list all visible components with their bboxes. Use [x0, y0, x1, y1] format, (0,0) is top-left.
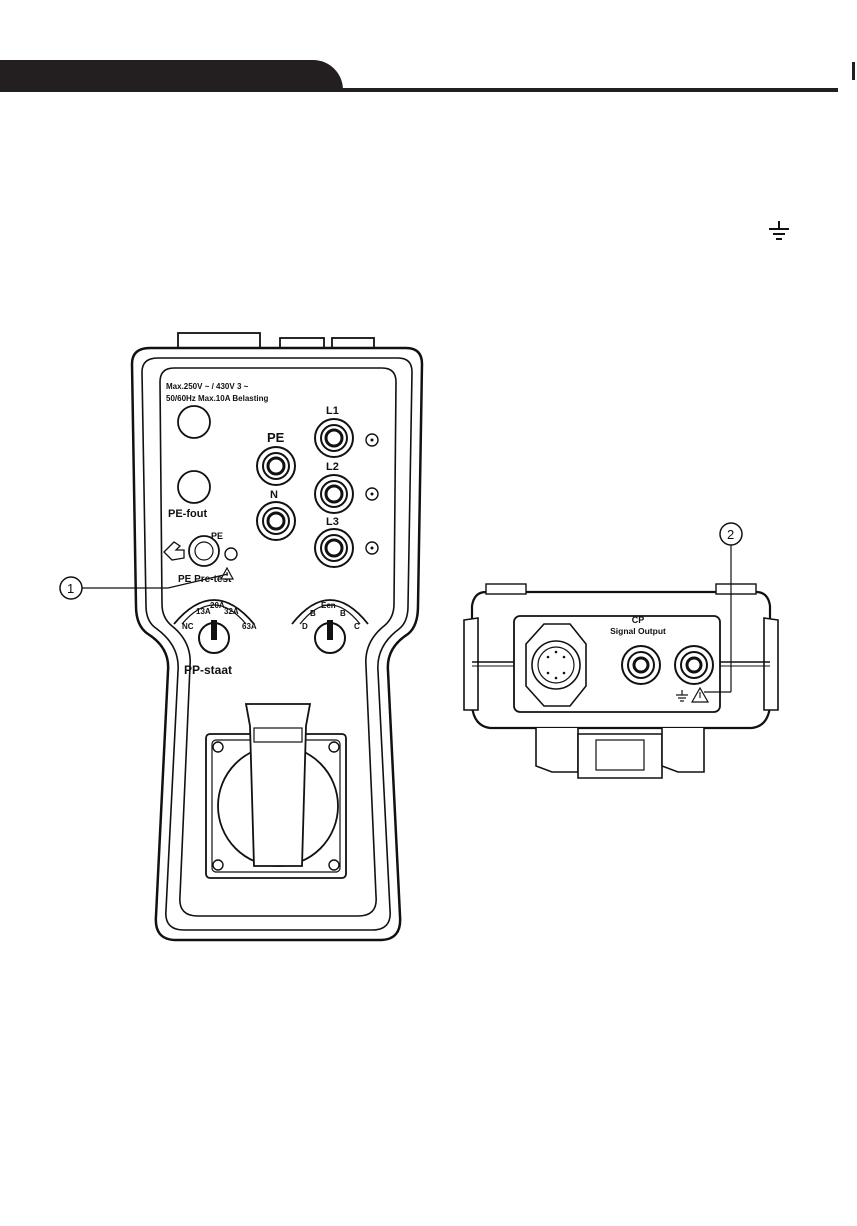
pp-pos-3: 32A: [224, 607, 239, 616]
pe-touch-label: PE: [211, 531, 223, 541]
cp-label: CP: [632, 615, 645, 625]
svg-text:1: 1: [67, 581, 74, 596]
pp-state-label: PP-staat: [184, 663, 232, 677]
svg-text:2: 2: [727, 527, 734, 542]
jack-pe[interactable]: [257, 447, 295, 485]
pp-pos-1: 13A: [196, 607, 211, 616]
jack-l1[interactable]: [315, 419, 353, 457]
rating-line-1: Max.250V ~ / 430V 3 ~: [166, 382, 249, 391]
jack-l3-label: L3: [326, 516, 339, 528]
jack-pe-label: PE: [267, 430, 285, 445]
page-edge-mark: [852, 62, 855, 80]
rating-line-2: 50/60Hz Max.10A Belasting: [166, 394, 269, 403]
jack-l2[interactable]: [315, 475, 353, 513]
cp-signal-output-jack[interactable]: [622, 646, 660, 684]
front-device-drawing: Max.250V ~ / 430V 3 ~ 50/60Hz Max.10A Be…: [118, 326, 438, 946]
cp-pos-1: B: [310, 609, 316, 618]
ground-icon: [766, 220, 792, 242]
cp-pos-0: D: [302, 622, 308, 631]
jack-l3[interactable]: [315, 529, 353, 567]
jack-n[interactable]: [257, 502, 295, 540]
power-button[interactable]: [178, 406, 210, 438]
header-rule: [0, 88, 838, 92]
jack-l1-label: L1: [326, 405, 339, 417]
callout-2: 2: [700, 518, 760, 700]
jack-n-label: N: [270, 489, 278, 501]
multi-pin-connector[interactable]: [526, 624, 586, 706]
cp-pos-2: Een: [321, 601, 336, 610]
signal-output-label: Signal Output: [610, 626, 666, 636]
pp-pos-4: 63A: [242, 622, 257, 631]
callout-1: 1: [58, 568, 258, 608]
cp-pos-4: C: [354, 622, 360, 631]
pe-fault-indicator: [178, 471, 210, 503]
pe-fault-label: PE-fout: [168, 508, 207, 520]
cp-pos-3: B: [340, 609, 346, 618]
jack-l2-label: L2: [326, 461, 339, 473]
pe-pretest-led: [225, 548, 237, 560]
pp-pos-0: NC: [182, 622, 194, 631]
